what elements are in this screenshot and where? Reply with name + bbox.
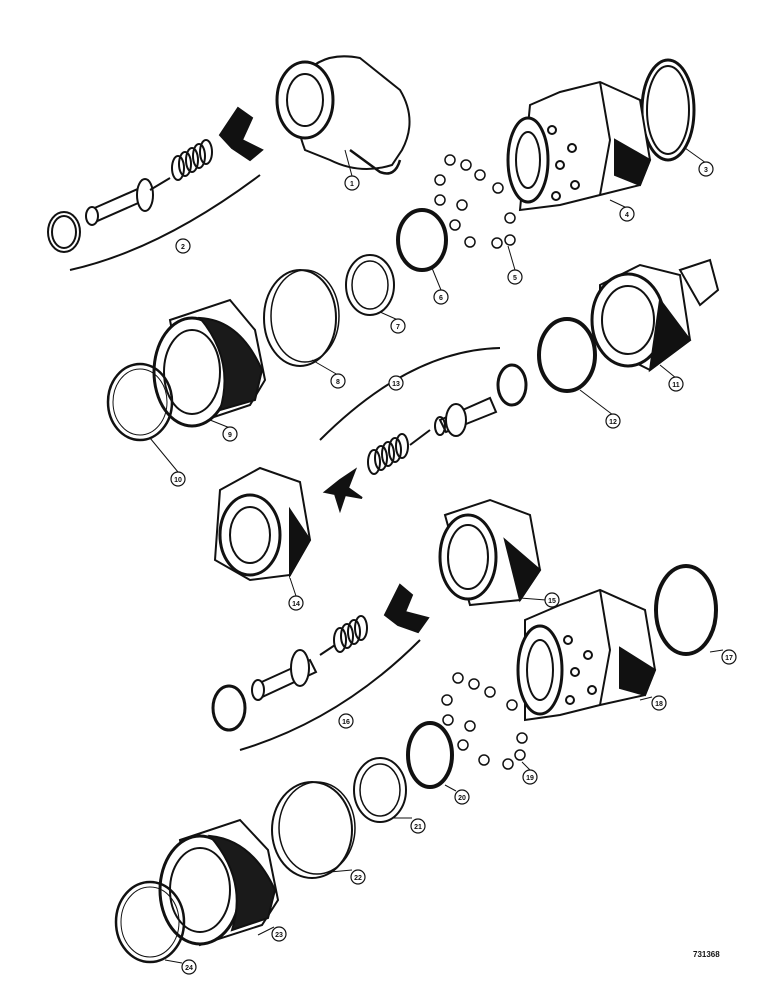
callout-15: 15 (544, 592, 560, 608)
svg-text:24: 24 (185, 965, 193, 972)
part-ring-24 (114, 880, 186, 964)
svg-text:2: 2 (181, 244, 185, 251)
callout-12: 12 (605, 413, 621, 429)
svg-text:20: 20 (458, 795, 466, 802)
svg-text:17: 17 (725, 655, 733, 662)
part-o-ring-12 (537, 317, 597, 393)
part-elbow (275, 55, 411, 175)
svg-text:14: 14 (292, 601, 300, 608)
part-spiral-ring-8 (263, 269, 340, 367)
part-knurled-sleeve-bottom (158, 818, 280, 947)
svg-text:10: 10 (174, 477, 182, 484)
part-balls-bottom (441, 672, 528, 770)
svg-text:18: 18 (655, 701, 663, 708)
callout-20: 20 (454, 789, 470, 805)
callout-5: 5 (507, 269, 523, 285)
callout-6: 6 (433, 289, 449, 305)
callouts: 1 2 3 4 5 6 7 8 9 10 11 12 13 14 15 16 1… (170, 161, 737, 975)
part-ring-3 (640, 58, 696, 162)
part-ring-17 (654, 564, 718, 656)
part-poppet-assembly-middle (319, 347, 528, 514)
reference-number: 731368 (693, 950, 720, 959)
callout-11: 11 (668, 376, 684, 392)
callout-17: 17 (721, 649, 737, 665)
callout-16: 16 (338, 713, 354, 729)
callout-22: 22 (350, 869, 366, 885)
svg-text:22: 22 (354, 875, 362, 882)
part-ring-20 (406, 721, 454, 789)
callout-18: 18 (651, 695, 667, 711)
part-nipple (590, 258, 720, 373)
callout-10: 10 (170, 471, 186, 487)
svg-text:6: 6 (439, 295, 443, 302)
svg-text:19: 19 (526, 775, 534, 782)
svg-text:21: 21 (414, 824, 422, 831)
svg-text:8: 8 (336, 379, 340, 386)
part-spiral-ring-22 (271, 781, 356, 879)
callout-21: 21 (410, 818, 426, 834)
part-ring-10 (106, 362, 174, 442)
part-poppet-assembly-bottom (211, 583, 430, 751)
part-knurled-sleeve-top (152, 298, 267, 428)
callout-7: 7 (390, 318, 406, 334)
callout-19: 19 (522, 769, 538, 785)
callout-13: 13 (388, 375, 404, 391)
callout-3: 3 (698, 161, 714, 177)
callout-8: 8 (330, 373, 346, 389)
svg-text:16: 16 (342, 719, 350, 726)
part-adapter (438, 498, 542, 607)
callout-9: 9 (222, 426, 238, 442)
svg-text:7: 7 (396, 324, 400, 331)
svg-text:9: 9 (228, 432, 232, 439)
svg-text:13: 13 (392, 381, 400, 388)
part-poppet-assembly-top (47, 106, 264, 271)
svg-text:4: 4 (625, 212, 629, 219)
callout-2: 2 (175, 238, 191, 254)
part-ring-21 (353, 757, 407, 823)
part-ring-6 (396, 208, 448, 272)
part-hex-nut (213, 466, 312, 582)
svg-text:3: 3 (704, 167, 708, 174)
part-ring-7 (345, 254, 395, 316)
callout-1: 1 (344, 175, 360, 191)
part-balls-top (434, 154, 516, 249)
svg-text:1: 1 (350, 181, 354, 188)
callout-14: 14 (288, 595, 304, 611)
part-coupling-body-bottom (516, 588, 657, 722)
svg-text:23: 23 (275, 932, 283, 939)
svg-text:11: 11 (672, 382, 680, 389)
callout-4: 4 (619, 206, 635, 222)
svg-text:12: 12 (609, 419, 617, 426)
svg-text:15: 15 (548, 598, 556, 605)
part-coupling-body-top (506, 80, 652, 212)
svg-text:5: 5 (513, 275, 517, 282)
callout-24: 24 (181, 959, 197, 975)
leader-lines (149, 147, 724, 964)
callout-23: 23 (271, 926, 287, 942)
